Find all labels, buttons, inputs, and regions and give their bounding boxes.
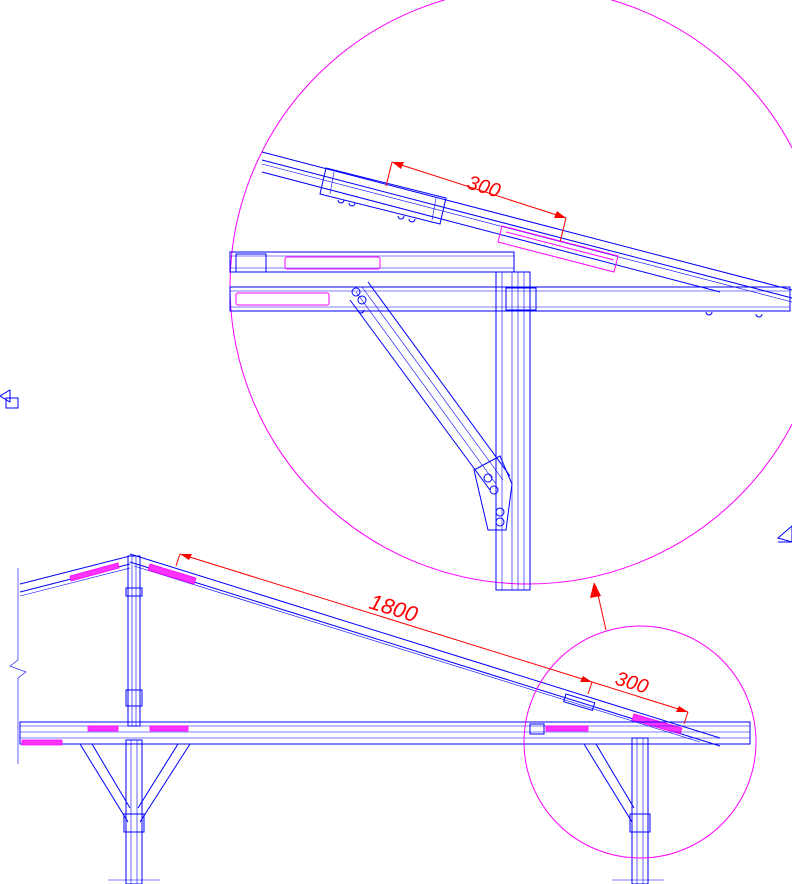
detail-circle-small <box>523 625 757 859</box>
detail-dimension: 300 <box>385 161 567 243</box>
main-horizontal-beam <box>19 721 751 746</box>
detail-horizontal-beams <box>229 251 791 312</box>
main-left-support <box>79 739 191 884</box>
main-view: 1800 300 <box>0 389 792 884</box>
main-left-rafter <box>19 555 131 597</box>
detail-rafter-slot <box>497 225 619 273</box>
edge-symbols <box>0 389 792 543</box>
main-ridge-post <box>125 555 143 727</box>
detail-circle-large <box>229 0 792 585</box>
main-end-dimension-label: 300 <box>613 668 651 699</box>
detail-view: 300 <box>229 0 792 591</box>
main-span-dimension-label: 1800 <box>367 589 422 627</box>
detail-dimension-label: 300 <box>465 172 503 203</box>
detail-bolts-top <box>337 199 416 223</box>
detail-bolts-bottom <box>357 309 763 318</box>
main-rafter <box>129 553 721 747</box>
detail-diagonal-brace <box>349 281 513 531</box>
detail-leader-arrow <box>590 582 607 631</box>
detail-horizontal-slots <box>235 256 381 306</box>
main-right-support <box>583 737 664 884</box>
detail-vertical-post <box>495 271 531 591</box>
detail-rafter <box>261 151 792 303</box>
